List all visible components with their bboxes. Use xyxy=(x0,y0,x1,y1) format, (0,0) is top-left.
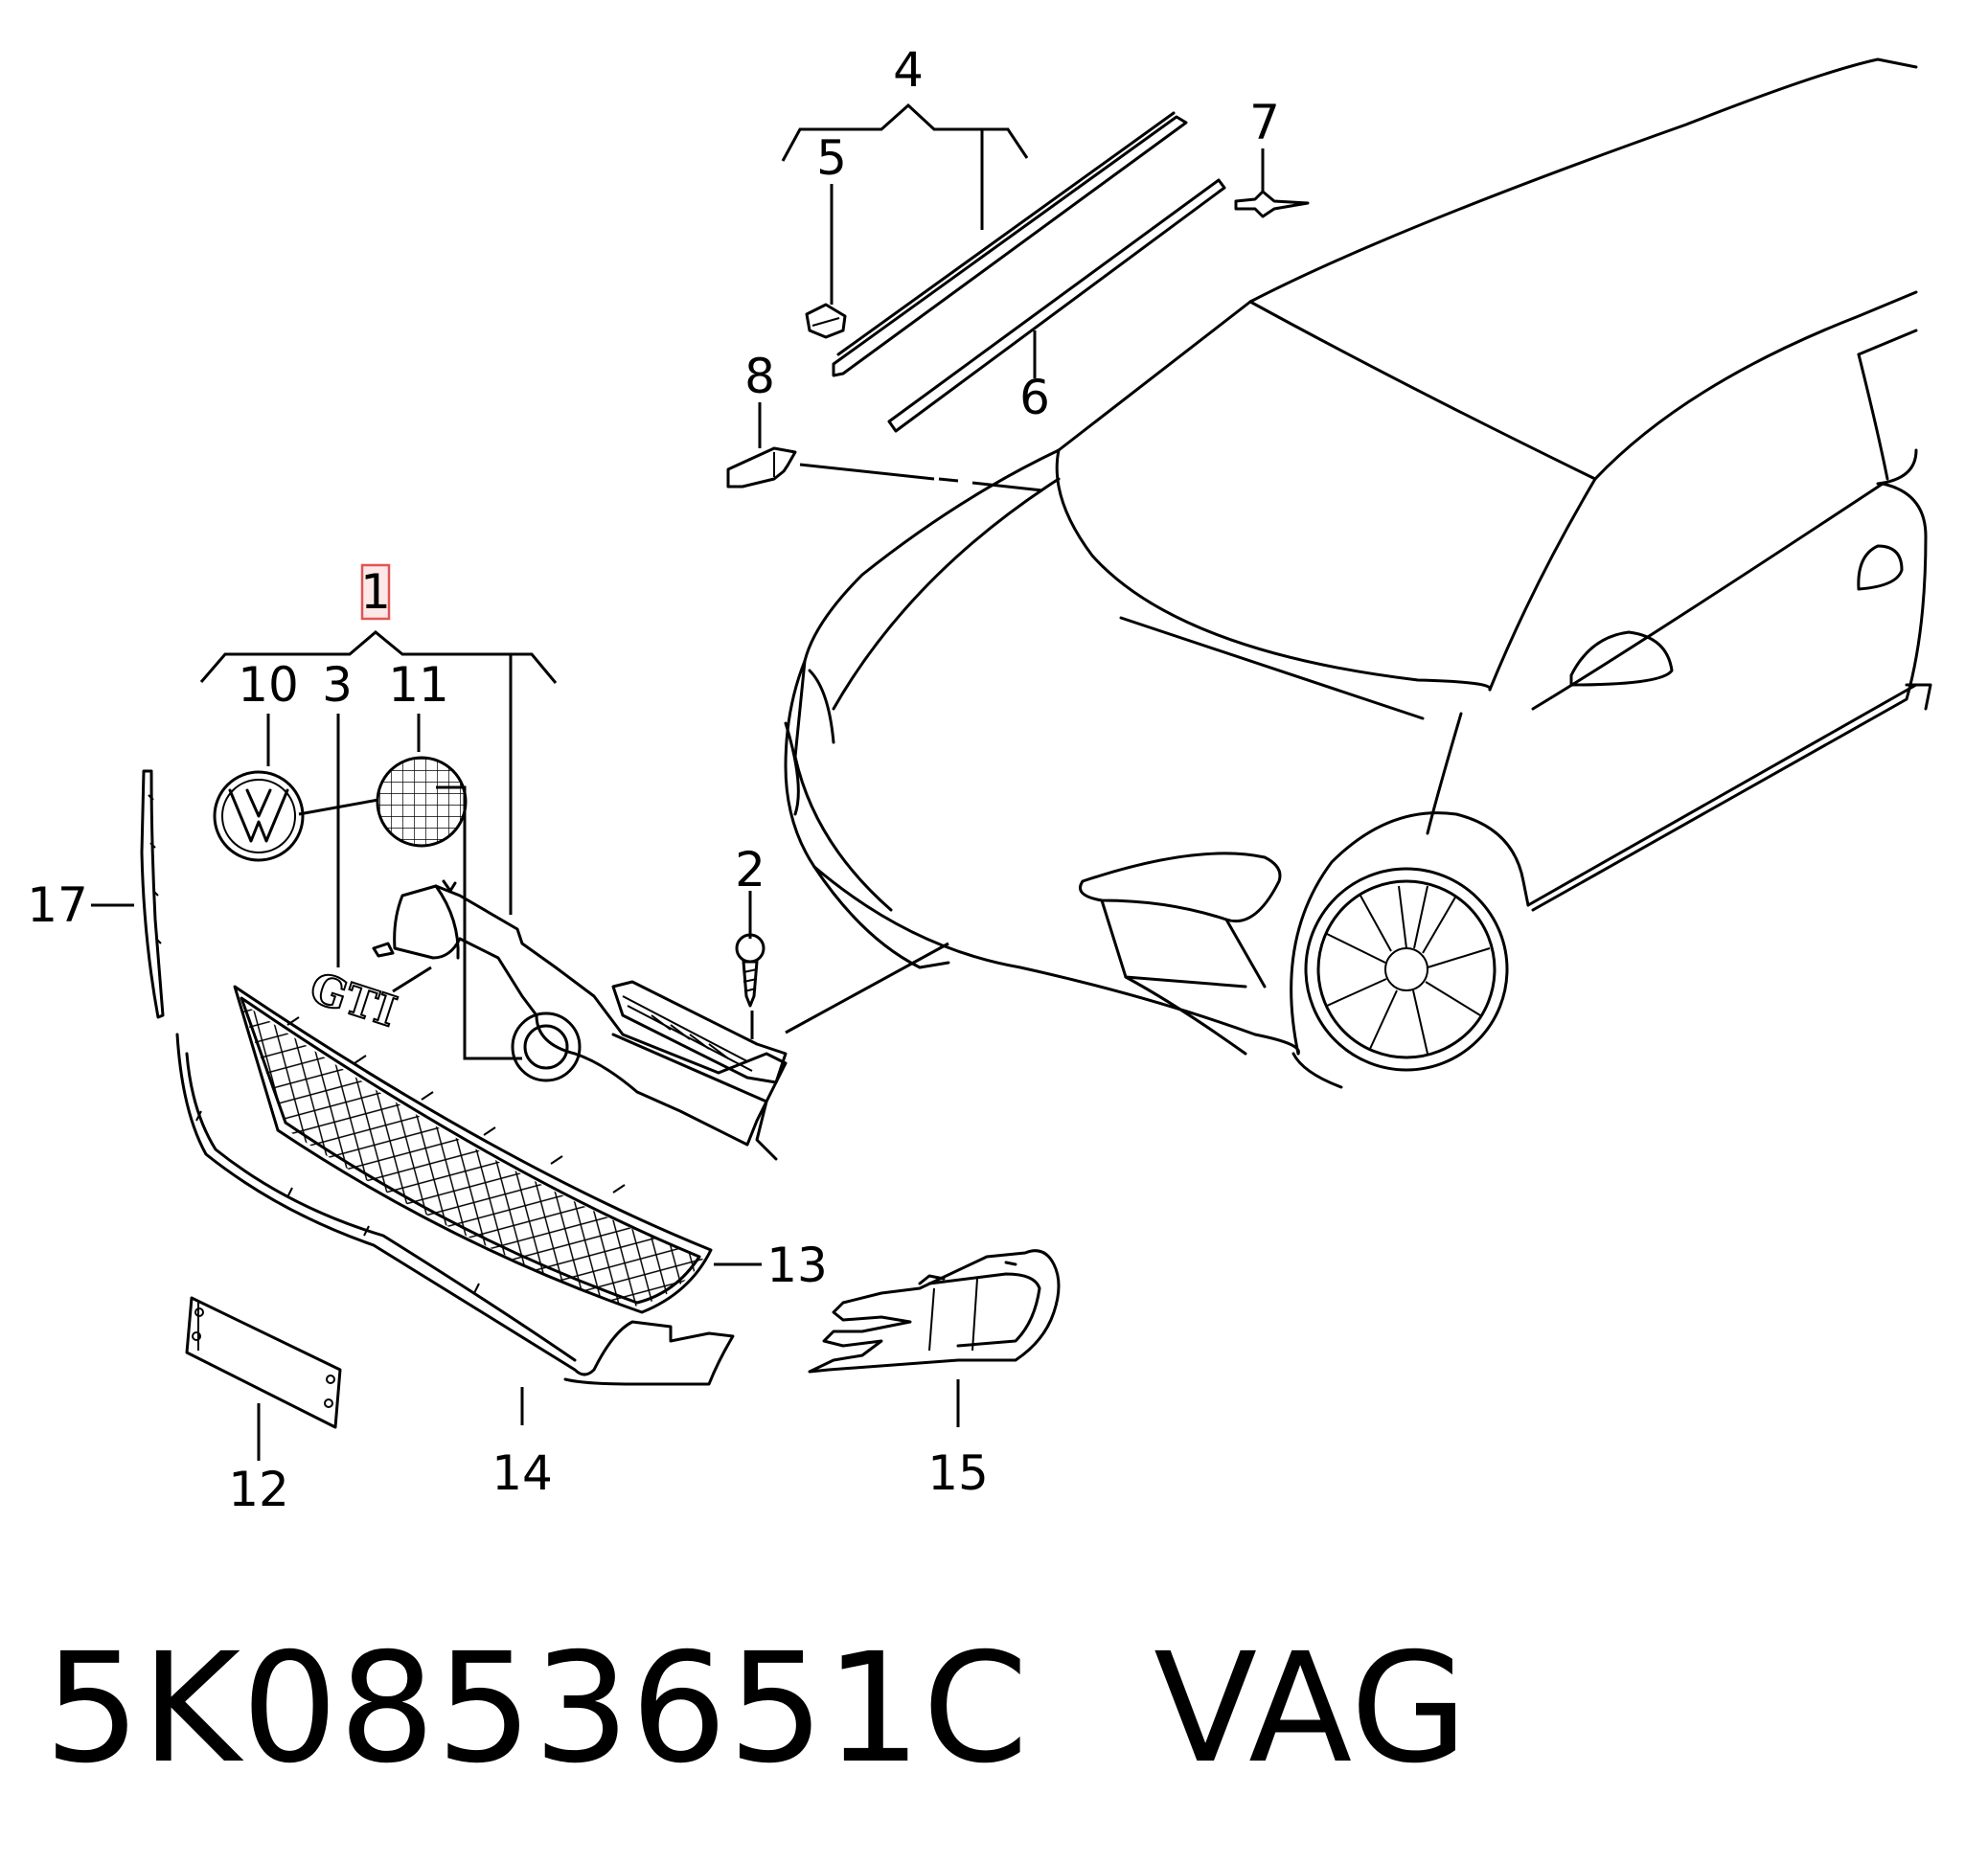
fog-light-grille xyxy=(808,1249,1061,1427)
callout-10[interactable]: 10 xyxy=(238,657,299,713)
callout-3[interactable]: 3 xyxy=(322,657,353,713)
selected-part-highlight xyxy=(360,563,391,621)
callout-15[interactable]: 15 xyxy=(927,1445,989,1501)
bumper-strip xyxy=(175,1033,735,1425)
callout-8[interactable]: 8 xyxy=(744,349,775,404)
callout-14[interactable]: 14 xyxy=(491,1445,553,1501)
callout-13[interactable]: 13 xyxy=(766,1238,828,1293)
callout-5[interactable]: 5 xyxy=(816,130,847,186)
grille-assembly: GTI xyxy=(199,630,788,1161)
callout-17[interactable]: 17 xyxy=(27,877,88,933)
callout-6[interactable]: 6 xyxy=(1019,370,1050,425)
callout-1[interactable]: 1 xyxy=(360,564,391,620)
callout-4[interactable]: 4 xyxy=(893,42,924,98)
trim-strips xyxy=(726,102,1310,492)
part-number: 5K0853651C xyxy=(44,1621,1030,1797)
side-strip xyxy=(91,769,165,1019)
callout-7[interactable]: 7 xyxy=(1249,95,1280,150)
lower-grille xyxy=(233,985,762,1314)
brand-name: VAG xyxy=(1154,1621,1469,1797)
plate-holder xyxy=(185,1296,342,1461)
callout-12[interactable]: 12 xyxy=(228,1462,289,1517)
gti-badge: GTI xyxy=(304,964,401,1037)
callout-2[interactable]: 2 xyxy=(735,842,765,898)
callout-11[interactable]: 11 xyxy=(388,657,449,713)
callout-labels: 1 2 3 4 5 6 7 8 10 11 12 13 14 15 17 xyxy=(27,42,1280,1517)
vehicle-outline xyxy=(784,57,1932,1089)
